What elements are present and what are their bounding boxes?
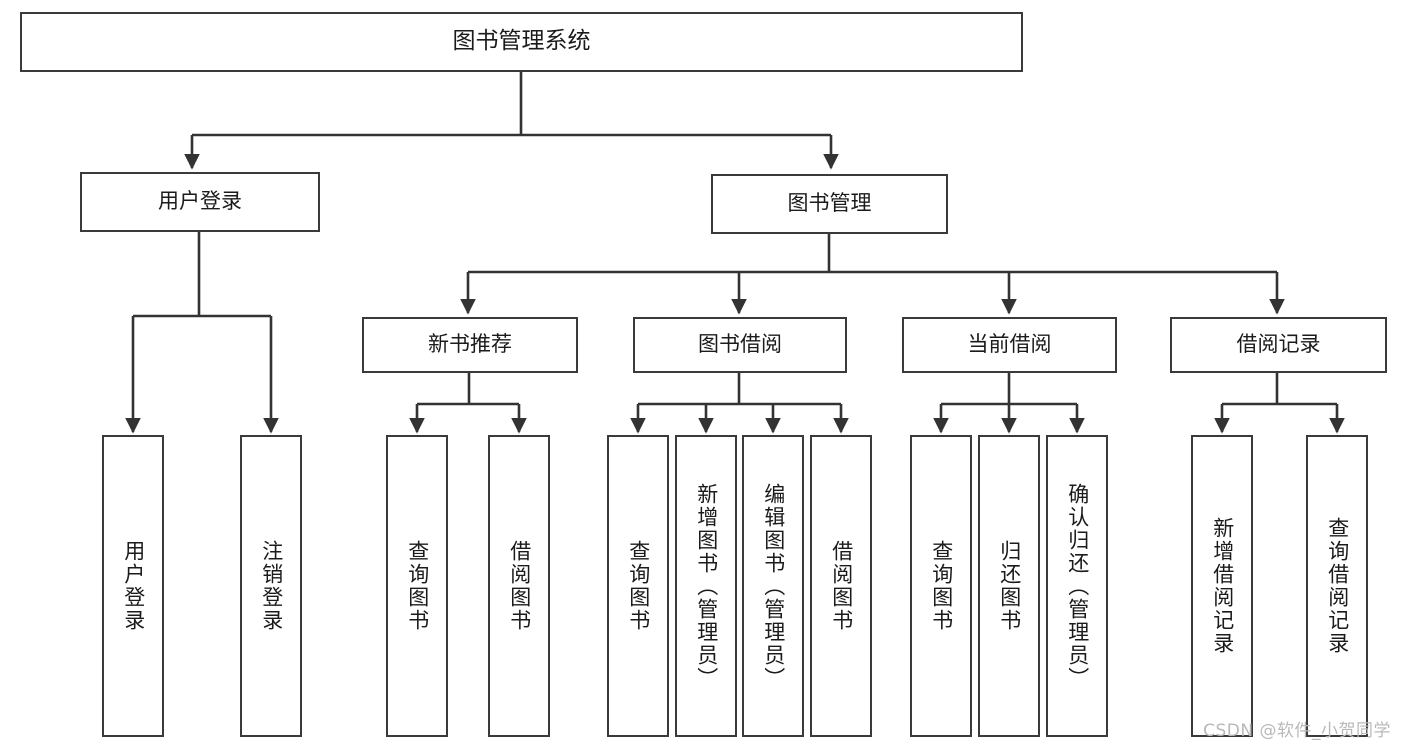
leaf-query-book-borrow-label: 查询图书 <box>626 540 651 632</box>
node-current-borrow-label: 当前借阅 <box>967 332 1052 357</box>
leaf-add-book[interactable]: 新增图书（管理员） <box>675 435 737 737</box>
node-borrow-record-label: 借阅记录 <box>1236 332 1321 357</box>
leaf-query-book-borrow[interactable]: 查询图书 <box>607 435 669 737</box>
leaf-query-book-recommend-label: 查询图书 <box>405 540 430 632</box>
node-new-book-recommend[interactable]: 新书推荐 <box>362 317 578 373</box>
leaf-borrow-book-recommend[interactable]: 借阅图书 <box>488 435 550 737</box>
leaf-user-login-label: 用户登录 <box>121 540 146 632</box>
node-root-system-label: 图书管理系统 <box>452 28 591 55</box>
leaf-borrow-book-recommend-label: 借阅图书 <box>507 540 532 632</box>
node-borrow-record[interactable]: 借阅记录 <box>1170 317 1387 373</box>
leaf-add-borrow-record-label: 新增借阅记录 <box>1210 517 1235 655</box>
node-new-book-recommend-label: 新书推荐 <box>428 332 512 357</box>
leaf-query-borrow-record[interactable]: 查询借阅记录 <box>1306 435 1368 737</box>
leaf-return-book[interactable]: 归还图书 <box>978 435 1040 737</box>
leaf-borrow-book-label: 借阅图书 <box>829 540 854 632</box>
node-user-login[interactable]: 用户登录 <box>80 172 320 232</box>
leaf-borrow-book[interactable]: 借阅图书 <box>810 435 872 737</box>
leaf-logout-label: 注销登录 <box>259 540 284 632</box>
node-book-borrow-label: 图书借阅 <box>698 332 782 357</box>
node-book-management-label: 图书管理 <box>787 191 872 216</box>
leaf-edit-book-label: 编辑图书（管理员） <box>761 482 786 690</box>
leaf-confirm-return-label: 确认归还（管理员） <box>1065 482 1090 690</box>
leaf-add-borrow-record[interactable]: 新增借阅记录 <box>1191 435 1253 737</box>
leaf-user-login[interactable]: 用户登录 <box>102 435 164 737</box>
leaf-query-book-current[interactable]: 查询图书 <box>910 435 972 737</box>
leaf-add-book-label: 新增图书（管理员） <box>694 482 719 690</box>
leaf-query-book-recommend[interactable]: 查询图书 <box>386 435 448 737</box>
node-book-management[interactable]: 图书管理 <box>711 174 948 234</box>
node-current-borrow[interactable]: 当前借阅 <box>902 317 1117 373</box>
leaf-return-book-label: 归还图书 <box>997 540 1022 632</box>
node-user-login-label: 用户登录 <box>158 189 242 214</box>
node-root-system[interactable]: 图书管理系统 <box>20 12 1023 72</box>
leaf-edit-book[interactable]: 编辑图书（管理员） <box>742 435 804 737</box>
leaf-query-borrow-record-label: 查询借阅记录 <box>1325 517 1350 655</box>
leaf-logout[interactable]: 注销登录 <box>240 435 302 737</box>
leaf-query-book-current-label: 查询图书 <box>929 540 954 632</box>
leaf-confirm-return[interactable]: 确认归还（管理员） <box>1046 435 1108 737</box>
node-book-borrow[interactable]: 图书借阅 <box>633 317 847 373</box>
